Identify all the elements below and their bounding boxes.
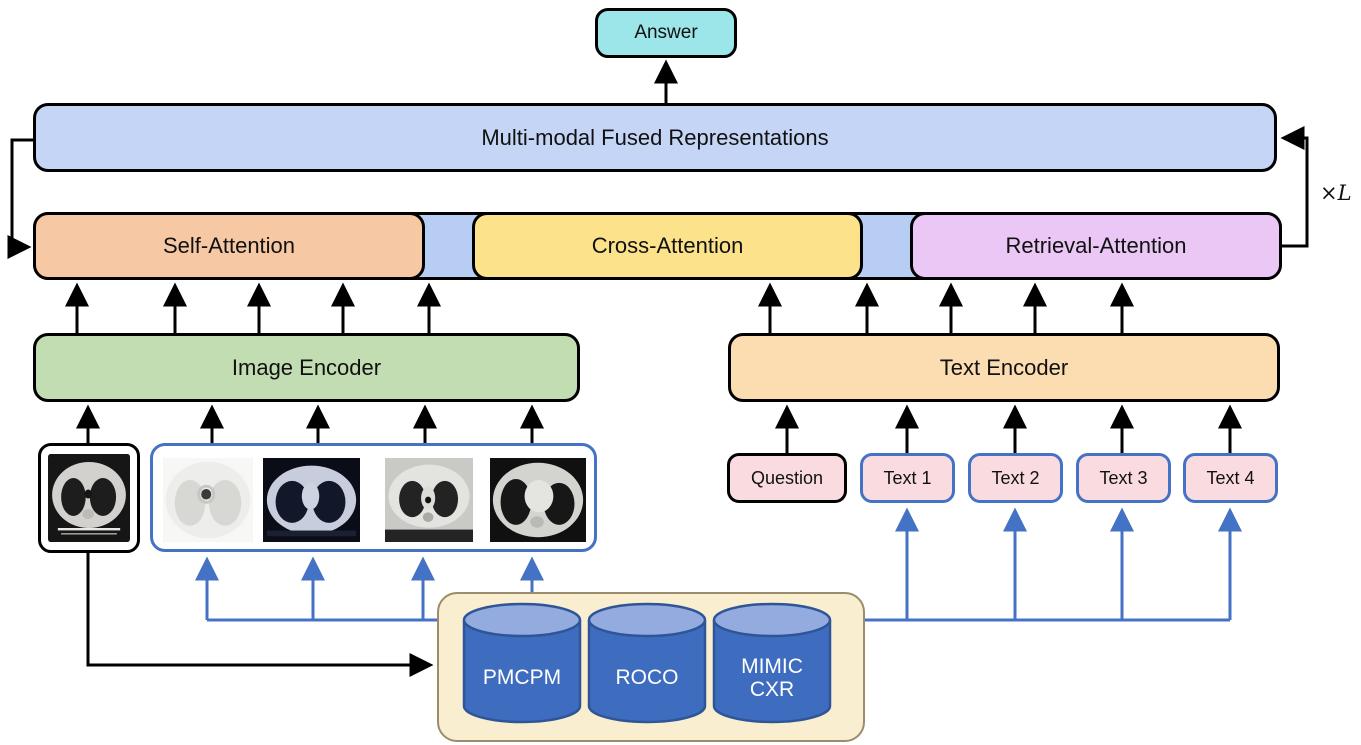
question-node: Question xyxy=(727,453,847,503)
cross-attention-node: Cross-Attention xyxy=(472,212,863,280)
answer-node: Answer xyxy=(595,8,737,58)
fused-representations-node: Multi-modal Fused Representations xyxy=(33,103,1277,172)
retrieved-ct-image-3 xyxy=(385,458,473,542)
database-cylinder-icon xyxy=(587,602,707,724)
retrieved-ct-image-2 xyxy=(263,458,360,542)
text-encoder-label: Text Encoder xyxy=(939,354,1069,380)
retrieval-attention-label: Retrieval-Attention xyxy=(1005,233,1187,258)
query-image-frame xyxy=(38,443,140,553)
query-ct-image xyxy=(48,454,130,542)
self-attention-label: Self-Attention xyxy=(162,233,296,258)
text-4-label: Text 4 xyxy=(1206,467,1255,488)
left-loop-arrow xyxy=(7,138,34,259)
text-3-label: Text 3 xyxy=(1099,467,1148,488)
times-l-loop-label: ×L xyxy=(1320,181,1352,205)
text-node-1: Text 1 xyxy=(860,453,955,503)
database-mimic-cxr: MIMIC CXR xyxy=(712,600,832,726)
database-cylinder-icon xyxy=(462,602,582,724)
text-2-label: Text 2 xyxy=(991,467,1040,488)
database-roco-label: ROCO xyxy=(615,666,679,690)
self-attention-node: Self-Attention xyxy=(33,212,425,280)
retrieved-ct-image-1 xyxy=(163,458,253,542)
database-pmcpm-label: PMCPM xyxy=(482,666,562,690)
text-node-4: Text 4 xyxy=(1183,453,1278,503)
image-encoder-node: Image Encoder xyxy=(33,333,580,402)
text-node-3: Text 3 xyxy=(1076,453,1171,503)
right-loop-arrow xyxy=(1280,126,1309,248)
text-encoder-node: Text Encoder xyxy=(728,333,1280,402)
database-mimic-cxr-label: MIMIC CXR xyxy=(741,654,803,701)
question-label: Question xyxy=(750,467,824,488)
retrieved-ct-image-4 xyxy=(490,458,586,542)
retrieval-attention-node: Retrieval-Attention xyxy=(910,212,1282,280)
answer-label: Answer xyxy=(634,22,698,43)
text-node-2: Text 2 xyxy=(968,453,1063,503)
retrieved-images-group xyxy=(150,443,597,552)
database-pmcpm: PMCPM xyxy=(462,600,582,726)
text-1-label: Text 1 xyxy=(883,467,932,488)
database-cylinder-icon xyxy=(712,602,832,724)
database-roco: ROCO xyxy=(587,600,707,726)
fused-label: Multi-modal Fused Representations xyxy=(481,124,829,150)
query-to-database-arrow xyxy=(86,553,434,677)
image-encoder-label: Image Encoder xyxy=(231,354,382,380)
cross-attention-label: Cross-Attention xyxy=(591,233,744,258)
